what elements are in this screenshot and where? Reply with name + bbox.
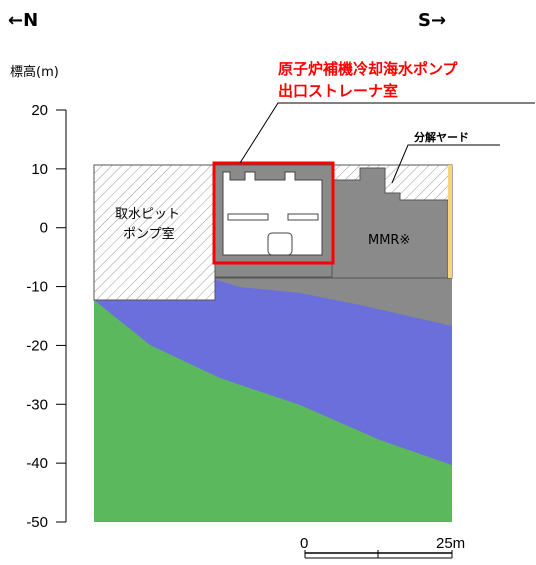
y-axis-tick-label: -30 [26, 396, 48, 413]
highlight-label-line2: 出口ストレーナ室 [278, 82, 398, 100]
y-axis-tick-label: -20 [26, 337, 48, 354]
gray-ground-layer [210, 278, 452, 326]
yellow-strip [448, 165, 452, 278]
y-axis-tick-label: -10 [26, 279, 48, 296]
strainer-room-inner-beam [227, 213, 269, 221]
blue-ground-layer [94, 278, 452, 465]
y-axis-tick-label: -40 [26, 455, 48, 472]
mmr-block [331, 167, 449, 279]
highlight-frame [212, 161, 335, 265]
strainer-room-opening [267, 232, 293, 256]
strainer-room-inner-beam [287, 213, 319, 221]
y-axis-tick-label: 0 [40, 220, 48, 237]
scale-start-label: 0 [300, 535, 308, 552]
south-arrow-label: S→ [418, 10, 446, 31]
intake-pit-label-line1: 取水ピット [115, 207, 180, 222]
highlight-label-line1: 原子炉補機冷却海水ポンプ [278, 60, 459, 78]
y-axis-tick-label: 10 [31, 161, 48, 178]
y-axis-tick-label: 20 [31, 102, 48, 119]
mmr-label: MMR※ [368, 233, 410, 248]
disassembly-yard-label: 分解ヤード [414, 130, 469, 144]
north-arrow-label: ←N [8, 10, 38, 31]
scale-end-label: 25m [436, 535, 465, 552]
intake-pit-label-line2: ポンプ室 [123, 226, 175, 242]
elevation-axis-label: 標高(m) [10, 64, 59, 80]
yard-leader-line [391, 144, 500, 184]
y-axis-ticks: 20 10 0 -10 -20 -30 -40 -50 [26, 102, 66, 531]
highlight-leader-line [239, 102, 535, 164]
strainer-room-interior [222, 171, 323, 256]
y-axis-tick-label: -50 [26, 514, 48, 531]
